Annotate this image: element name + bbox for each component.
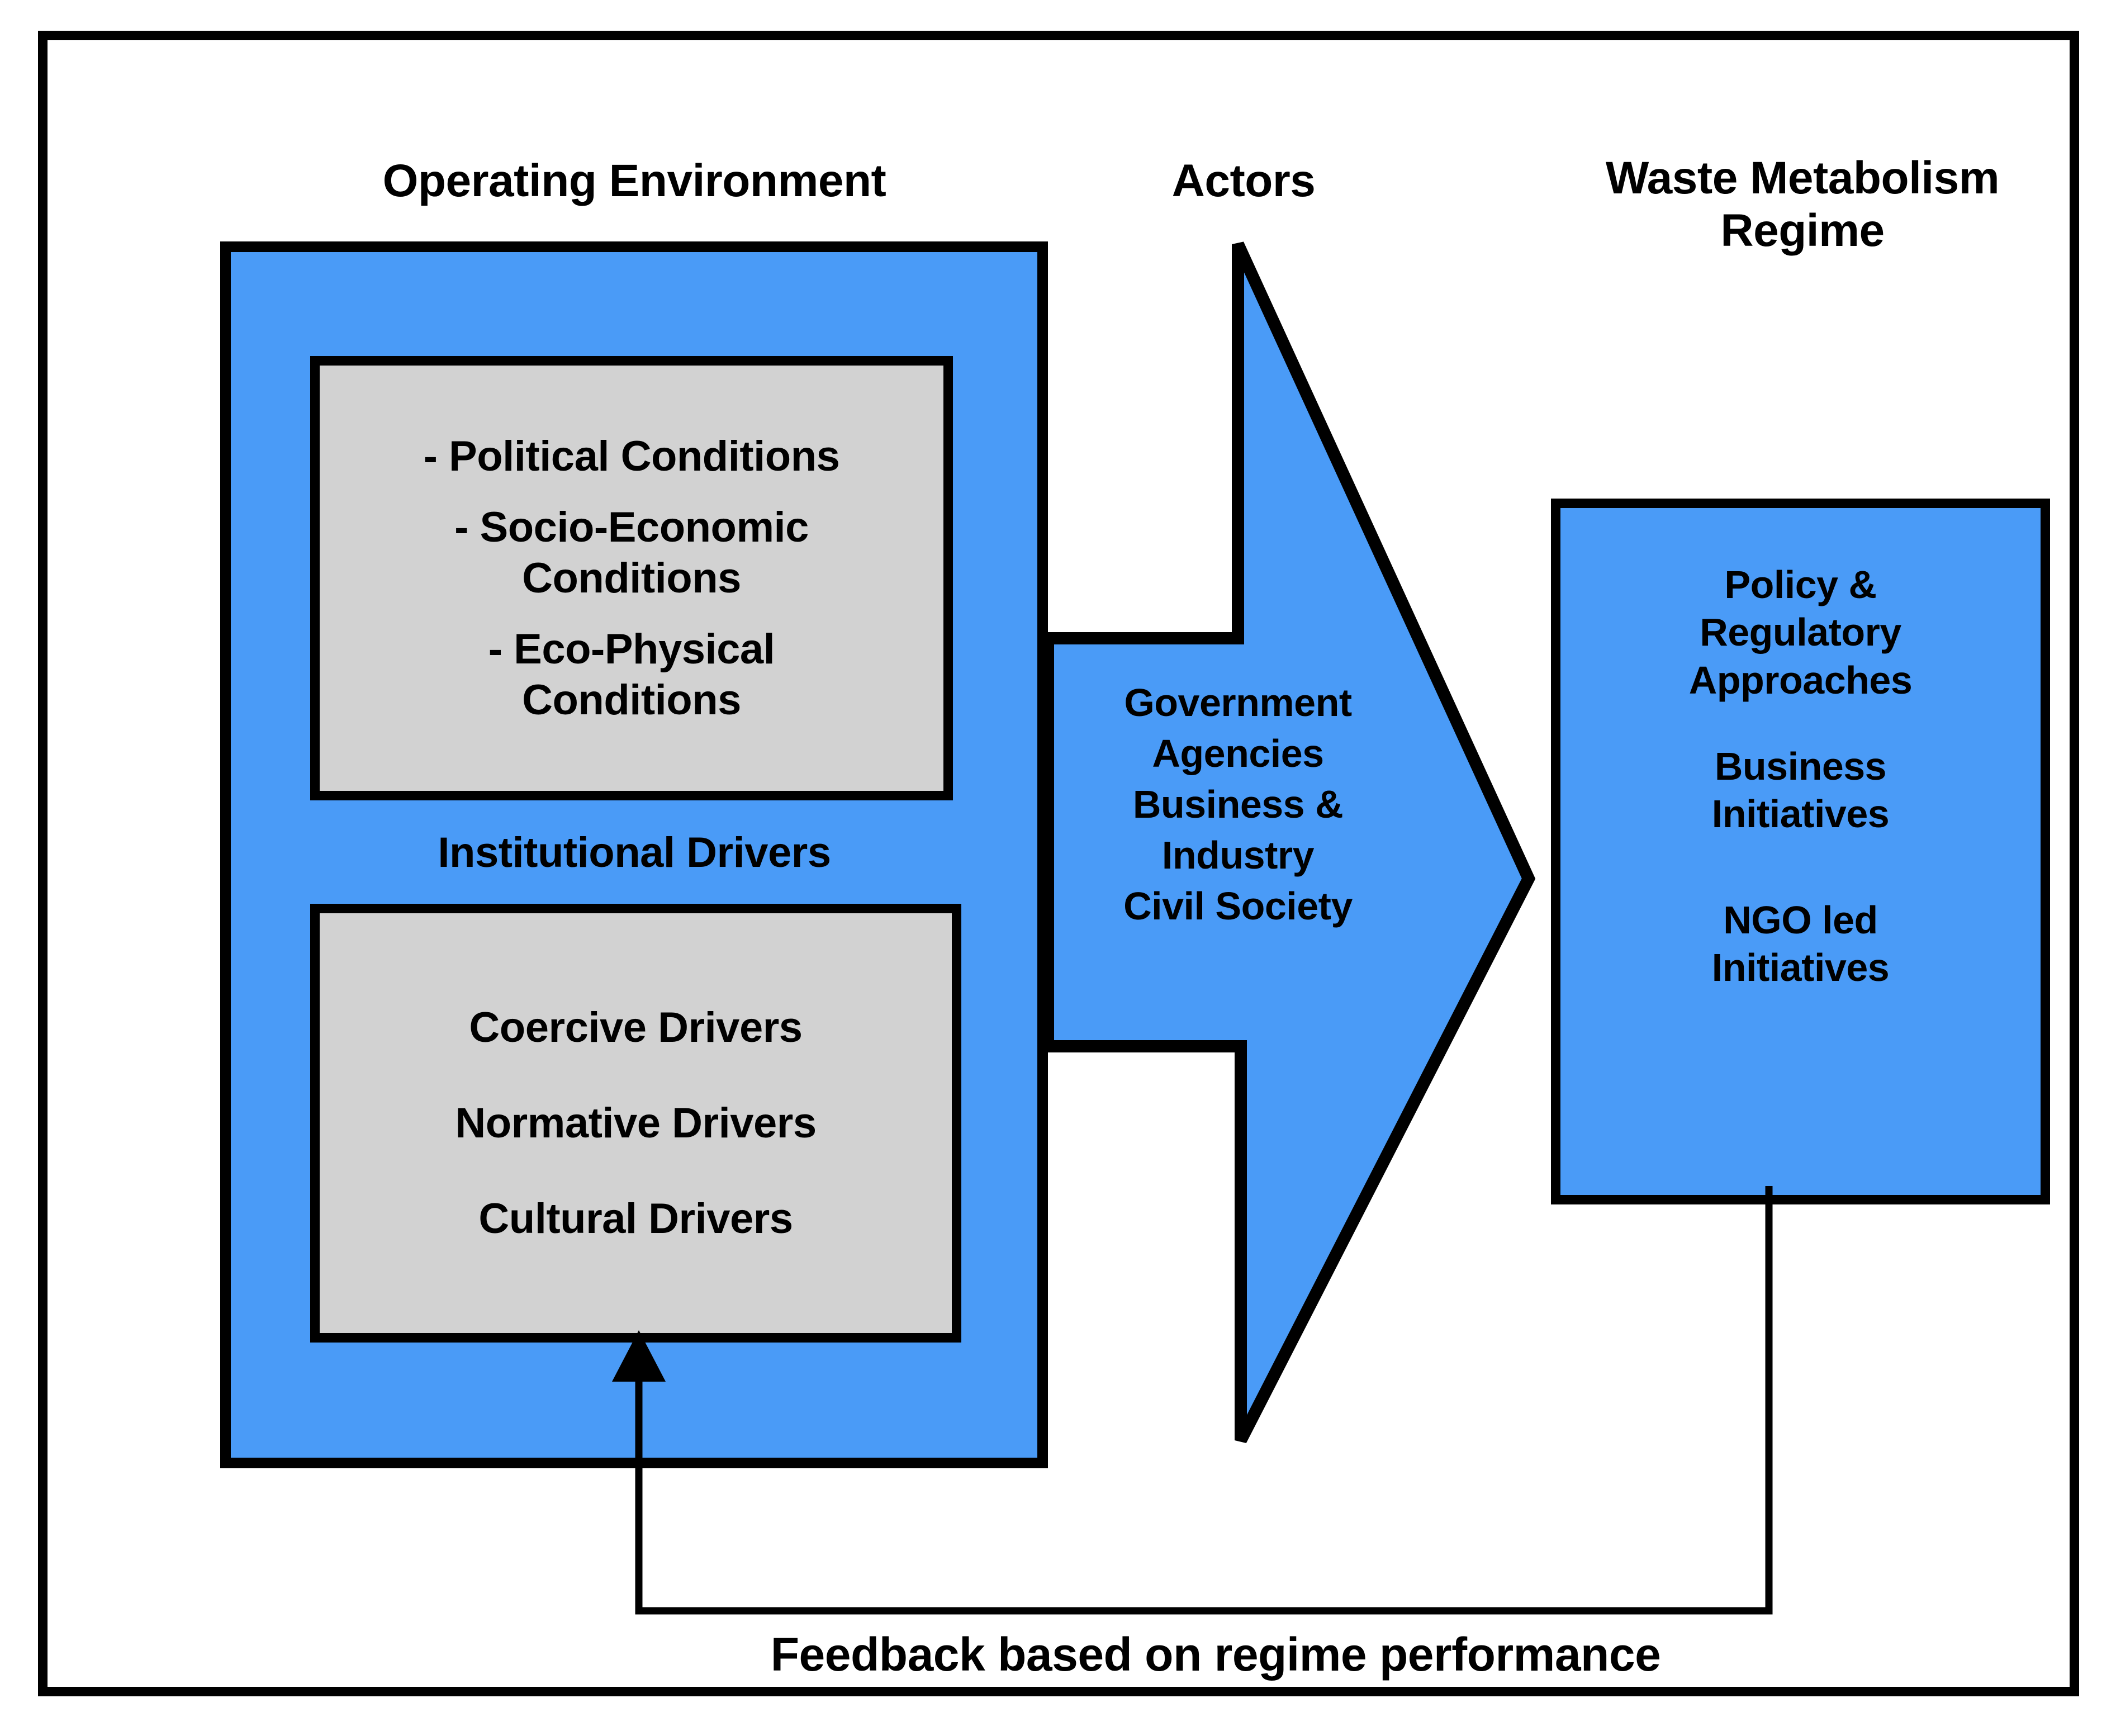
conditions-box: - Political Conditions - Socio-Economic … — [310, 356, 953, 800]
condition-item-political: - Political Conditions — [320, 431, 943, 482]
condition-item-eco-physical: - Eco-Physical Conditions — [320, 624, 943, 725]
actor-line-business: Business & — [1132, 782, 1344, 826]
actor-line-government: Government — [1124, 681, 1352, 724]
heading-wmr-line-1: Waste Metabolism — [1605, 153, 2000, 203]
heading-wmr-line-2: Regime — [1720, 205, 1885, 257]
regime-ngo-line-1: NGO led — [1723, 898, 1878, 942]
regime-item-policy-regulatory: Policy & Regulatory Approaches — [1560, 561, 2041, 704]
condition-socio-economic-line-2: Conditions — [522, 554, 741, 602]
feedback-loop-arrow — [612, 1186, 1773, 1615]
heading-operating-environment: Operating Environment — [382, 155, 886, 206]
regime-policy-line-3: Approaches — [1688, 658, 1913, 702]
condition-item-socio-economic: - Socio-Economic Conditions — [320, 502, 943, 604]
condition-eco-physical-line-1: - Eco-Physical — [488, 625, 775, 673]
heading-actors: Actors — [1171, 155, 1316, 206]
regime-business-line-2: Initiatives — [1711, 792, 1890, 836]
condition-eco-physical-line-2: Conditions — [522, 676, 741, 724]
institutional-drivers-box: Coercive Drivers Normative Drivers Cultu… — [310, 904, 961, 1343]
regime-business-line-1: Business — [1714, 744, 1887, 788]
regime-policy-line-1: Policy & — [1724, 563, 1877, 606]
driver-item-cultural: Cultural Drivers — [478, 1195, 793, 1243]
label-institutional-drivers: Institutional Drivers — [438, 829, 831, 876]
regime-item-ngo-initiatives: NGO led Initiatives — [1560, 897, 2041, 992]
condition-political-text: - Political Conditions — [423, 432, 840, 480]
actor-line-civil-society: Civil Society — [1123, 884, 1353, 928]
feedback-arrowhead — [612, 1330, 666, 1382]
diagram-outer-frame: Operating Environment Actors Waste Metab… — [38, 31, 2079, 1696]
regime-ngo-line-2: Initiatives — [1711, 946, 1890, 990]
actors-arrow-shape — [1042, 241, 1536, 1444]
actor-line-agencies: Agencies — [1152, 732, 1324, 775]
regime-policy-line-2: Regulatory — [1700, 610, 1901, 654]
condition-socio-economic-line-1: - Socio-Economic — [454, 503, 809, 551]
feedback-label: Feedback based on regime performance — [770, 1628, 1661, 1681]
driver-item-normative: Normative Drivers — [455, 1099, 817, 1147]
driver-item-coercive: Coercive Drivers — [469, 1003, 803, 1051]
waste-metabolism-regime-box: Policy & Regulatory Approaches Business … — [1551, 499, 2050, 1204]
actors-arrow-label: Government Agencies Business & Industry … — [1065, 677, 1411, 932]
heading-waste-metabolism-regime: Waste Metabolism Regime — [1501, 152, 2104, 258]
regime-item-business-initiatives: Business Initiatives — [1560, 743, 2041, 838]
actor-line-industry: Industry — [1161, 833, 1315, 877]
